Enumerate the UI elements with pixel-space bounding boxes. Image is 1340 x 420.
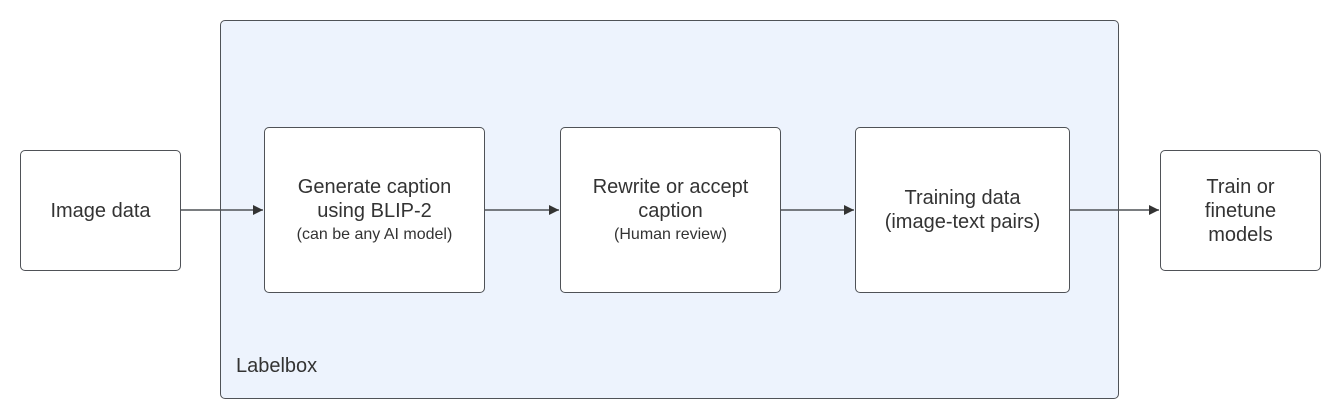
node-image-data: Image data (20, 150, 181, 271)
node-image-data-label: Image data (50, 199, 151, 222)
node-generate-caption-label: Generate caption using BLIP-2 (297, 176, 452, 222)
node-training-data-label: Training data (image-text pairs) (884, 187, 1041, 233)
node-generate-caption-note: (can be any AI model) (296, 226, 453, 243)
node-rewrite-caption-label: Rewrite or accept caption (592, 176, 749, 222)
node-generate-caption: Generate caption using BLIP-2 (can be an… (264, 127, 485, 293)
node-train-models: Train or finetune models (1160, 150, 1321, 271)
container-label: Labelbox (236, 355, 318, 377)
node-rewrite-caption-note: (Human review) (614, 226, 727, 243)
node-rewrite-caption: Rewrite or accept caption (Human review) (560, 127, 781, 293)
node-training-data: Training data (image-text pairs) (855, 127, 1070, 293)
node-train-models-label: Train or finetune models (1204, 175, 1277, 246)
